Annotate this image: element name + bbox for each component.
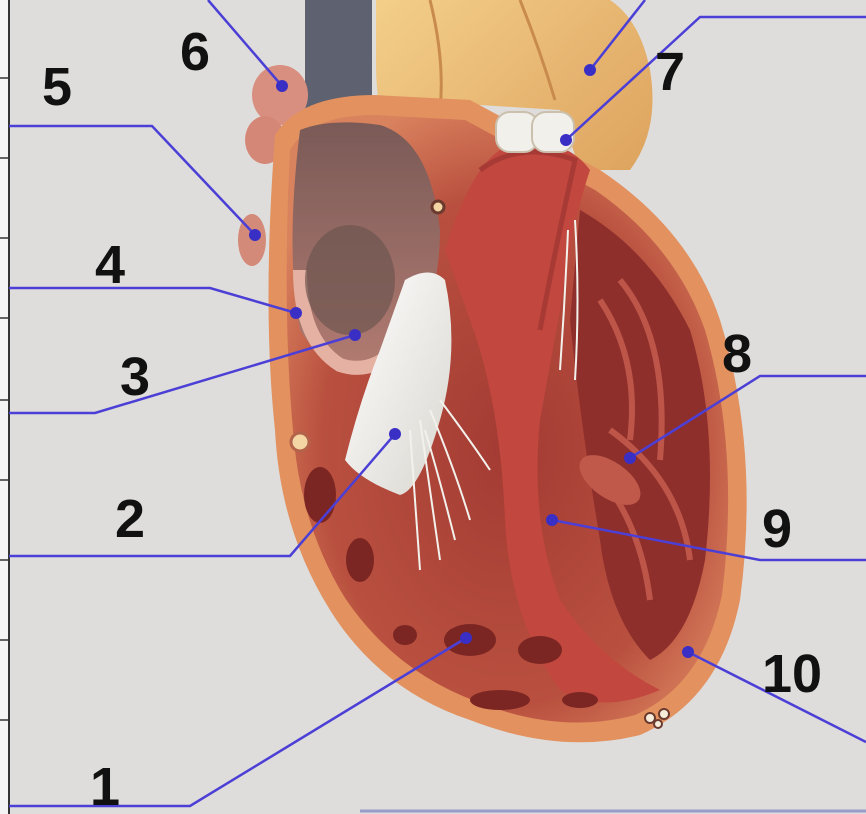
label-1: 1: [90, 757, 120, 814]
dot-aorta: [584, 64, 596, 76]
label-5: 5: [42, 57, 72, 117]
label-2: 2: [115, 489, 145, 549]
dot-2: [389, 428, 401, 440]
frame-strip: [0, 0, 9, 814]
dot-9: [546, 514, 558, 526]
label-9: 9: [762, 499, 792, 559]
label-8: 8: [722, 324, 752, 384]
dot-7: [560, 134, 572, 146]
dot-5: [249, 229, 261, 241]
dot-10: [682, 646, 694, 658]
leader-line-6: [208, 0, 282, 86]
dot-6: [276, 80, 288, 92]
label-3: 3: [120, 347, 150, 407]
label-4: 4: [95, 235, 125, 295]
leader-line-4: [9, 288, 296, 313]
dot-3: [349, 329, 361, 341]
label-7: 7: [655, 42, 685, 102]
aortic-valve: [496, 112, 574, 152]
dot-8: [624, 452, 636, 464]
heart-illustration: [238, 0, 747, 742]
dot-1: [460, 632, 472, 644]
leader-line-5: [9, 126, 255, 235]
dot-4: [290, 307, 302, 319]
label-10: 10: [762, 644, 822, 704]
label-6: 6: [180, 22, 210, 82]
